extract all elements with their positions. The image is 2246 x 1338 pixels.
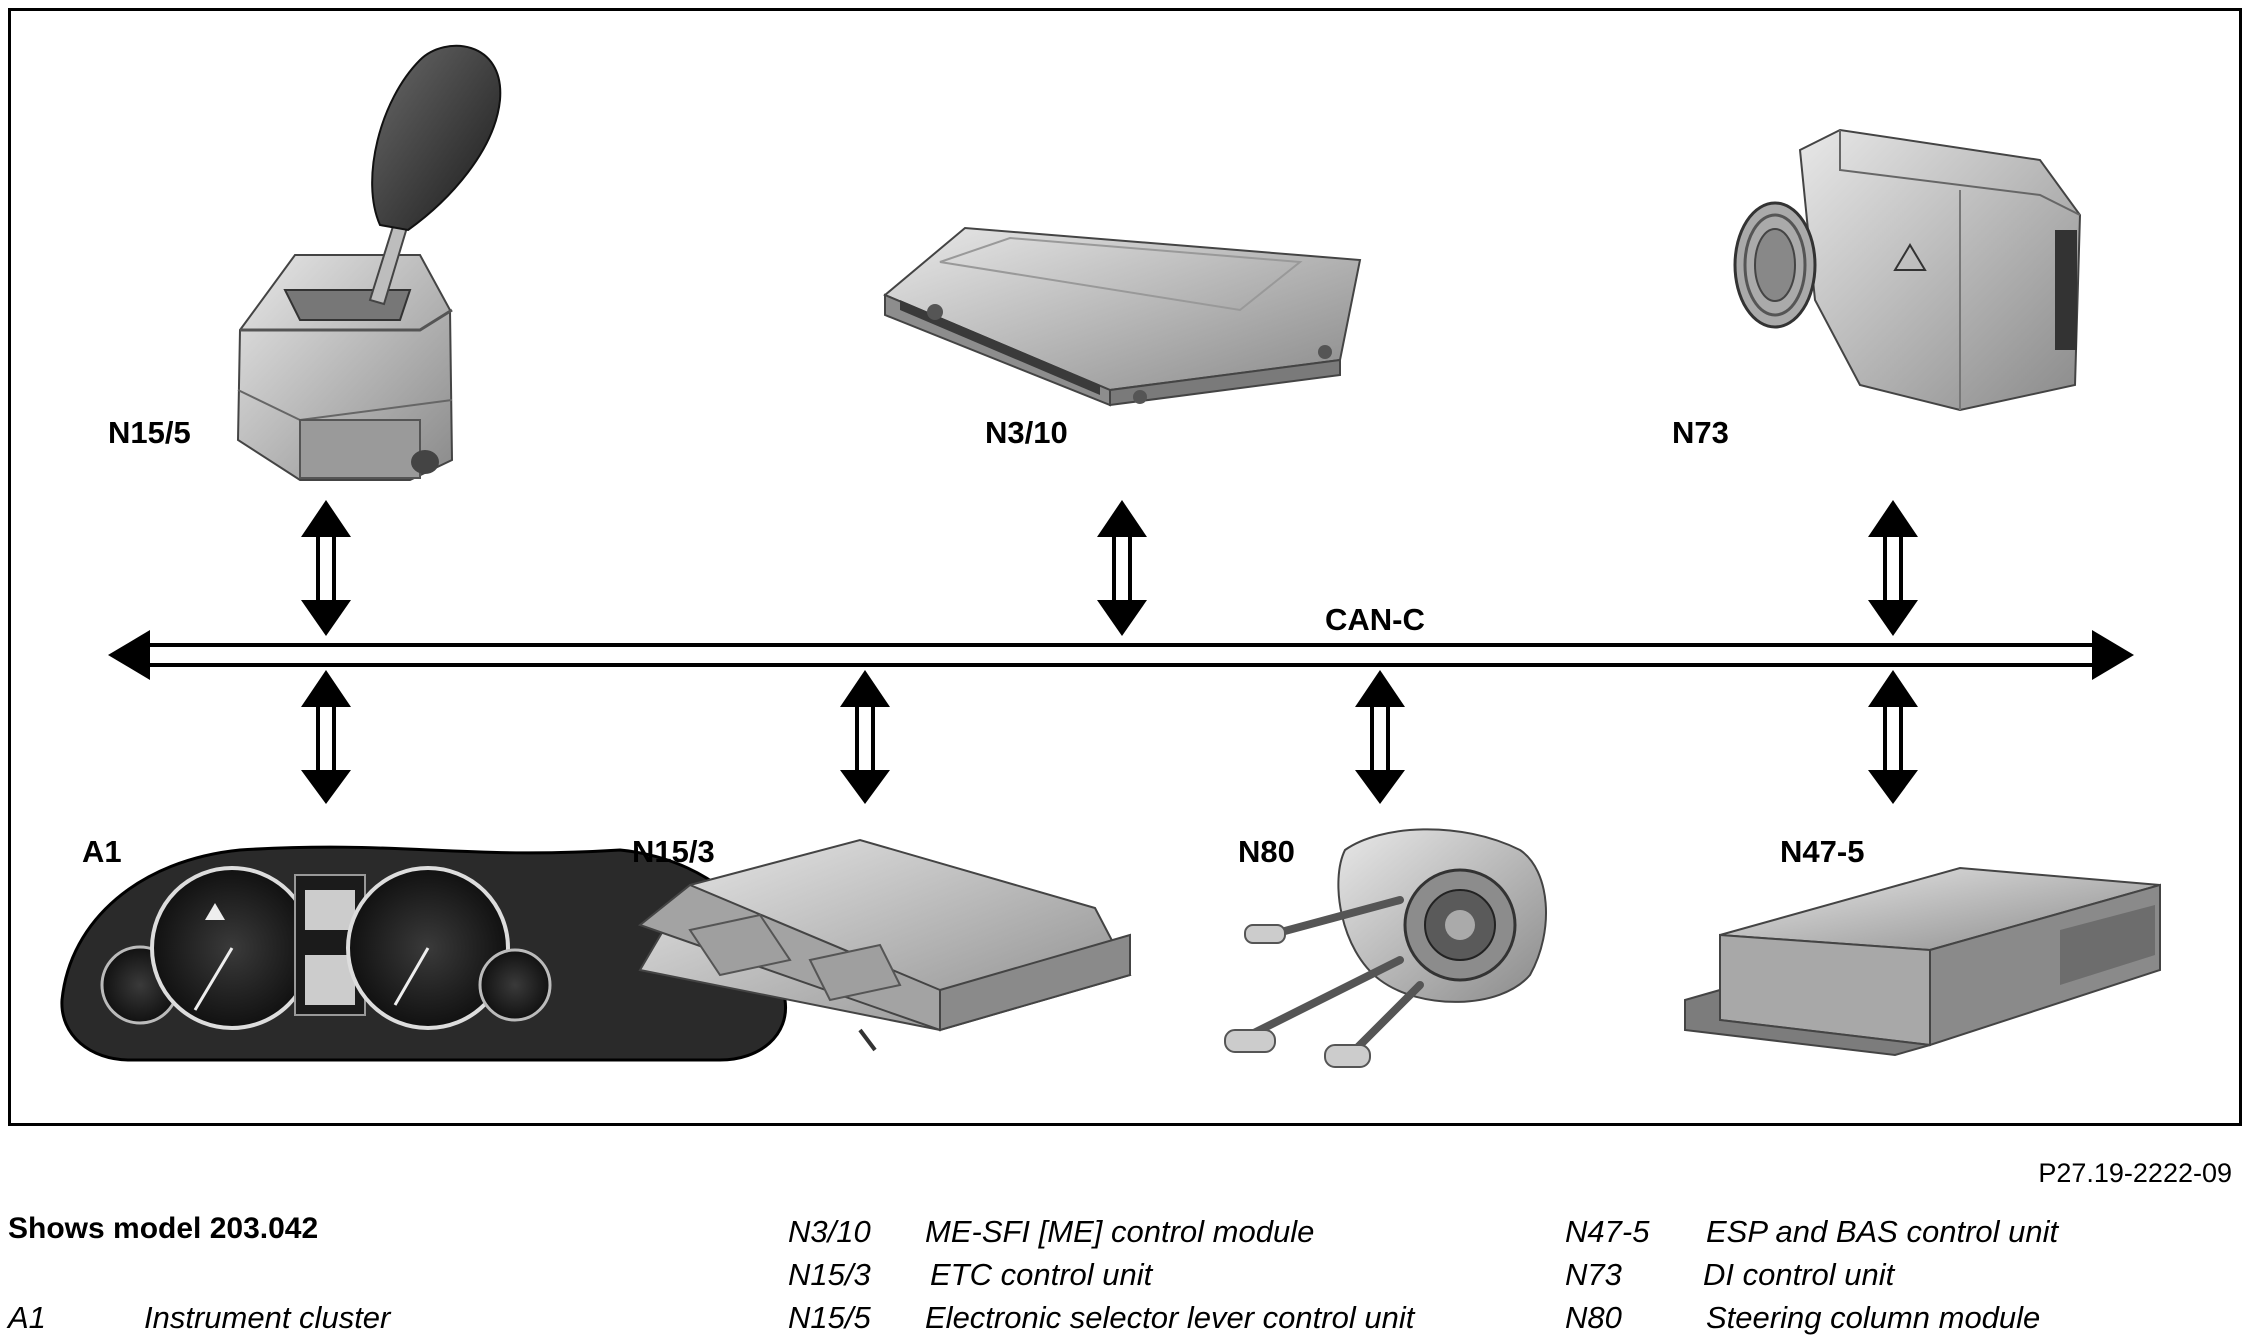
label-n15-5: N15/5 [108,415,191,450]
caption-title: Shows model 203.042 [8,1212,319,1245]
legend-code: N73 [1565,1257,1622,1292]
legend-description: ESP and BAS control unit [1706,1214,2059,1249]
label-n80: N80 [1238,834,1295,869]
legend-description: DI control unit [1703,1257,1895,1292]
legend-code: N15/3 [788,1257,871,1292]
label-n73: N73 [1672,415,1729,450]
can-c-bus: CAN-C [108,602,2134,680]
connector-n80 [1355,670,1405,804]
esp-control-unit-icon [1684,866,2161,1057]
etc-control-unit-icon [637,838,1132,1052]
steering-column-module-icon [1224,828,1547,1068]
connector-n47-5 [1868,670,1918,804]
instrument-cluster-icon [60,845,788,1062]
control-module-icon [883,226,1362,407]
label-n15-3: N15/3 [632,834,715,869]
legend-code: N80 [1565,1300,1622,1335]
label-n3-10: N3/10 [985,415,1068,450]
ignition-lock-icon [1733,128,2082,412]
legend-description: ME-SFI [ME] control module [925,1214,1315,1249]
legend-code: A1 [8,1300,46,1335]
legend-code: N47-5 [1565,1214,1650,1249]
bus-arrow-left [108,630,150,680]
connector-n15-5 [301,500,351,636]
connector-n15-3 [840,670,890,804]
label-a1: A1 [82,834,122,869]
connector-n3-10 [1097,500,1147,636]
legend-code: N15/5 [788,1300,871,1335]
connector-a1 [301,670,351,804]
selector-lever-icon [236,44,502,481]
connector-n73 [1868,500,1918,636]
legend-description: ETC control unit [930,1257,1153,1292]
legend-description: Instrument cluster [144,1300,391,1335]
diagram-frame [8,8,2242,1126]
legend-code: N3/10 [788,1214,871,1249]
label-n47-5: N47-5 [1780,834,1864,869]
bus-label: CAN-C [1325,602,1425,637]
legend-description: Electronic selector lever control unit [925,1300,1415,1335]
figure-id: P27.19-2222-09 [2038,1158,2232,1188]
legend-description: Steering column module [1706,1300,2041,1335]
bus-arrow-right [2092,630,2134,680]
